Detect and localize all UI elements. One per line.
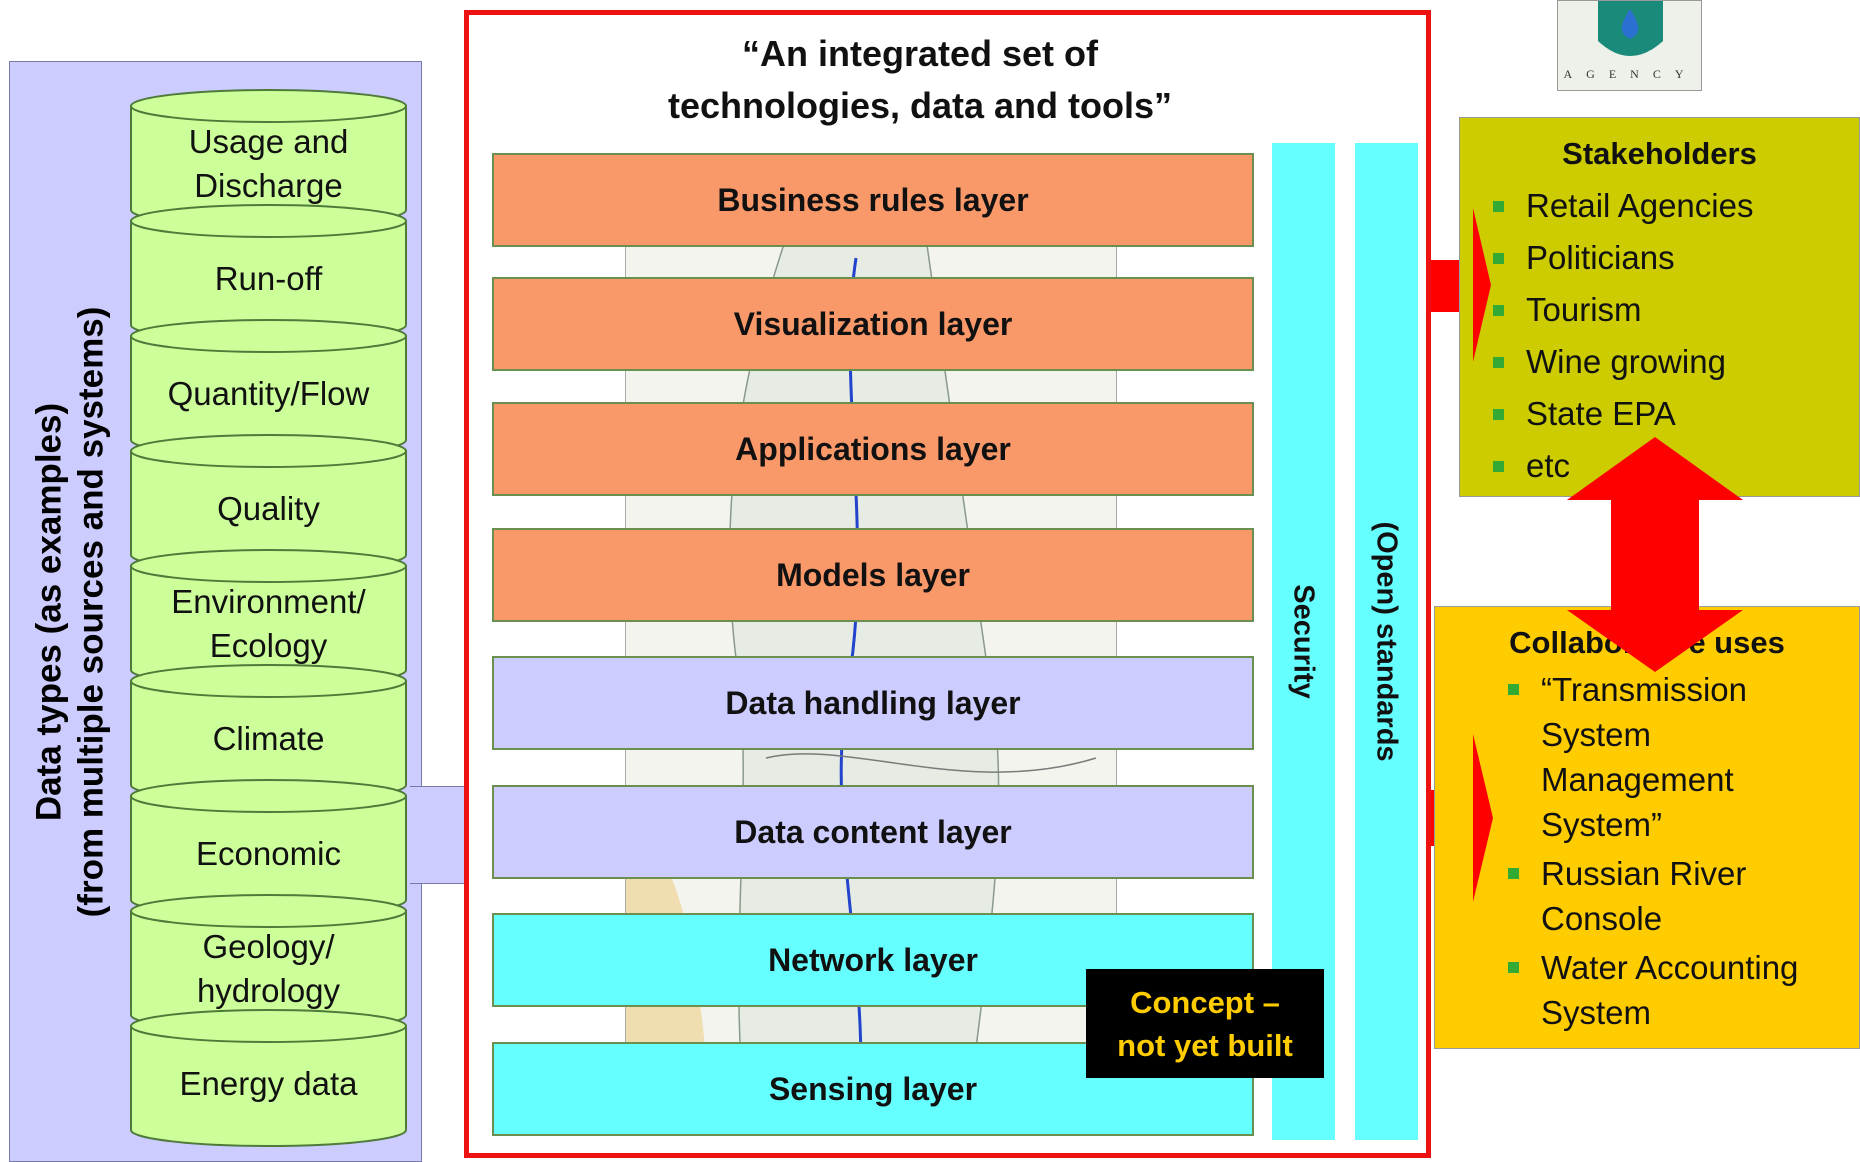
cylinder-label: Quality bbox=[217, 490, 320, 527]
layer-visualization-layer: Visualization layer bbox=[492, 277, 1254, 371]
cylinder-label: Quantity/Flow bbox=[167, 375, 370, 412]
stakeholder-item: Politicians bbox=[1493, 232, 1859, 284]
layer-applications-layer: Applications layer bbox=[492, 402, 1254, 496]
bullet-icon bbox=[1493, 409, 1504, 420]
concept-line2: not yet built bbox=[1117, 1027, 1293, 1063]
data-type-cylinder: Energy data bbox=[130, 1009, 407, 1147]
cylinder-label: Geology/ bbox=[202, 928, 335, 965]
data-type-cylinder: Environment/Ecology bbox=[130, 549, 407, 687]
open-standards-label: (Open) standards bbox=[1371, 521, 1403, 762]
cylinder-label: Environment/ bbox=[171, 583, 366, 620]
cylinder-label: Usage and bbox=[188, 123, 349, 160]
cylinder-label: Discharge bbox=[194, 167, 343, 204]
cylinder-shape bbox=[130, 1009, 407, 1147]
agency-logo: AGENCY bbox=[1557, 0, 1702, 91]
layer-data-content-layer: Data content layer bbox=[492, 785, 1254, 879]
cylinder-label: Economic bbox=[196, 835, 341, 872]
logo-text-label: AGENCY bbox=[1563, 67, 1698, 81]
stakeholder-item: Wine growing bbox=[1493, 336, 1859, 388]
data-types-title-line2: (from multiple sources and systems) bbox=[71, 306, 111, 917]
stakeholder-item: Tourism bbox=[1493, 284, 1859, 336]
cylinder-label: Run-off bbox=[214, 260, 323, 297]
bullet-icon bbox=[1508, 684, 1519, 695]
stack-title-line2: technologies, data and tools” bbox=[667, 85, 1173, 126]
bullet-icon bbox=[1493, 357, 1504, 368]
collaborative-uses-title: Collaborative uses bbox=[1509, 625, 1785, 660]
bullet-icon bbox=[1493, 461, 1504, 472]
bullet-icon bbox=[1493, 305, 1504, 316]
bullet-icon bbox=[1508, 962, 1519, 973]
security-label: Security bbox=[1288, 584, 1321, 699]
stakeholders-title: Stakeholders bbox=[1562, 136, 1757, 171]
cylinder-label: Ecology bbox=[209, 627, 328, 664]
bullet-icon bbox=[1508, 868, 1519, 879]
stack-title-line1: “An integrated set of bbox=[741, 33, 1099, 74]
stakeholder-item: etc bbox=[1493, 440, 1859, 492]
layer-business-rules-layer: Business rules layer bbox=[492, 153, 1254, 247]
logo-text: AGENCY bbox=[1558, 67, 1703, 82]
cylinder-label: hydrology bbox=[196, 972, 341, 1009]
stakeholder-item: Retail Agencies bbox=[1493, 180, 1859, 232]
data-types-title-line1: Data types (as examples) bbox=[29, 402, 69, 821]
data-type-cylinder: Climate bbox=[130, 664, 407, 802]
cylinder-shape bbox=[130, 664, 407, 802]
concept-callout: Concept – not yet built bbox=[1086, 969, 1324, 1078]
concept-line1: Concept – bbox=[1130, 984, 1280, 1020]
bullet-icon bbox=[1493, 201, 1504, 212]
bullet-icon bbox=[1493, 253, 1504, 264]
cylinder-label: Climate bbox=[212, 720, 325, 757]
stakeholder-item: State EPA bbox=[1493, 388, 1859, 440]
layer-models-layer: Models layer bbox=[492, 528, 1254, 622]
cylinder-label: Energy data bbox=[179, 1065, 358, 1102]
stack-title: “An integrated set of technologies, data… bbox=[560, 28, 1280, 132]
layer-data-handling-layer: Data handling layer bbox=[492, 656, 1254, 750]
open-standards-bar: (Open) standards bbox=[1355, 143, 1418, 1140]
data-types-title: Data types (as examples) (from multiple … bbox=[20, 61, 120, 1162]
